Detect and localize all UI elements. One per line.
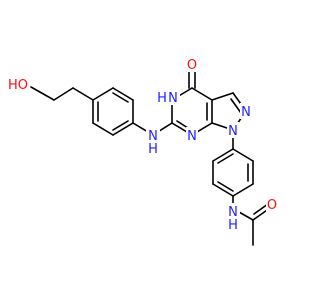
atom-lactam-nh: H N bbox=[157, 89, 180, 106]
bond-benzA-inner-2 bbox=[112, 120, 129, 131]
atom-label-amine-h: H bbox=[148, 142, 158, 157]
atom-hydroxyl-o: HO bbox=[6, 76, 30, 93]
atom-label-amide-h: H bbox=[228, 218, 238, 233]
bond-benzA-5 bbox=[92, 122, 114, 136]
molecule-structure-diagram: HO O H N N N N N H N bbox=[6, 56, 278, 246]
bond-nh-carbonyl bbox=[238, 211, 254, 221]
atom-label-amide-o: O bbox=[267, 198, 277, 213]
atom-label-pyrazole-n1: N bbox=[228, 124, 238, 139]
atom-amide-o: O bbox=[266, 196, 278, 213]
bond-benzB-4 bbox=[212, 183, 234, 197]
atom-label-lactam-o: O bbox=[187, 58, 197, 73]
atom-layer: HO O H N N N N N H N bbox=[6, 56, 278, 233]
bond-benzA-inner-1 bbox=[112, 92, 129, 103]
bond-ch2-aryl bbox=[72, 87, 94, 101]
bond-carbonyl-o-double bbox=[253, 203, 269, 215]
atom-label-lactam-n: N bbox=[168, 91, 178, 106]
bond-ho-ch2 bbox=[30, 86, 55, 101]
atom-label-pyrazole-n2: N bbox=[241, 105, 251, 120]
atom-lactam-o: O bbox=[186, 56, 198, 73]
bond-benzB-inner-2 bbox=[217, 181, 234, 192]
atom-amide-nh: N H bbox=[226, 203, 240, 233]
atom-label-amide-n: N bbox=[228, 205, 238, 220]
bond-benzB-1 bbox=[232, 148, 254, 162]
bond-benzA-1 bbox=[92, 87, 114, 101]
bond-c4-c3a bbox=[191, 87, 213, 101]
bond-c3a-c3 bbox=[211, 92, 234, 101]
atom-pyrazole-n2: N bbox=[240, 103, 252, 120]
atom-pyrazole-n1: N bbox=[227, 122, 239, 139]
bond-ch2-ch2 bbox=[53, 87, 74, 101]
atom-label-pyrimidine-n: N bbox=[187, 129, 197, 144]
bond-benzB-6 bbox=[212, 148, 234, 162]
bond-layer bbox=[30, 68, 271, 246]
atom-pyrimidine-n: N bbox=[186, 127, 198, 144]
bond-benzB-3 bbox=[232, 183, 254, 197]
atom-amine-nh: N H bbox=[146, 127, 160, 157]
atom-label-amine-n: N bbox=[148, 129, 158, 144]
bond-benzA-2 bbox=[112, 87, 134, 101]
bond-c3-n2-double bbox=[230, 98, 242, 114]
bond-benzB-inner-3 bbox=[217, 153, 234, 164]
bond-benzA-4 bbox=[112, 122, 134, 136]
atom-label-lactam-h: H bbox=[157, 91, 167, 106]
atom-label-hydroxyl: HO bbox=[8, 78, 28, 93]
